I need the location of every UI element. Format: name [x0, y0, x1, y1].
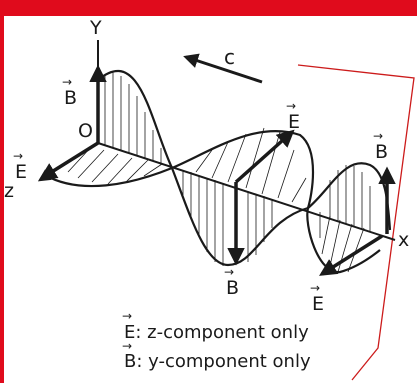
- legend-line-1: E: z-component only: [124, 322, 309, 343]
- e-wave-hatching: [67, 127, 365, 273]
- e-right-label: → E: [310, 281, 324, 315]
- b-mid-label: → B: [224, 265, 239, 299]
- b-right-label: → B: [373, 129, 388, 163]
- e-right-vector: [319, 234, 383, 276]
- svg-text:B: B: [375, 141, 388, 163]
- e-left-label: → E: [13, 149, 27, 183]
- z-axis-label: z: [4, 180, 14, 202]
- left-border-bar: [0, 16, 4, 383]
- e-mid-label: → E: [286, 99, 300, 133]
- b-wave-hatching: [104, 72, 371, 266]
- svg-text:→: →: [122, 339, 132, 353]
- svg-text:E: E: [288, 111, 300, 133]
- svg-text:→: →: [62, 75, 72, 89]
- svg-text:B: B: [226, 277, 239, 299]
- e-field-wave: [44, 130, 381, 274]
- b-top-label: → B: [62, 75, 77, 109]
- x-axis: [97, 142, 396, 241]
- svg-text:B: B: [64, 87, 77, 109]
- svg-text:E: E: [312, 293, 324, 315]
- svg-text:→: →: [310, 281, 320, 295]
- svg-text:→: →: [286, 99, 296, 113]
- origin-label: O: [78, 120, 93, 142]
- y-axis-label: Y: [89, 17, 102, 39]
- top-border-bar: [0, 0, 417, 16]
- svg-text:→: →: [13, 149, 23, 163]
- svg-text:E: E: [15, 161, 27, 183]
- svg-text:→: →: [373, 129, 383, 143]
- svg-text:→: →: [122, 309, 132, 323]
- legend-line-2: B: y-component only: [124, 351, 311, 372]
- wavefront-plane-outline: [297, 64, 415, 381]
- b-field-wave: [97, 70, 392, 267]
- e-mid-vector: [234, 129, 295, 184]
- e-left-vector: [39, 141, 99, 180]
- legend: → E: z-component only → B: y-component o…: [122, 309, 311, 372]
- x-axis-label: x: [398, 229, 409, 251]
- speed-label: c: [224, 45, 235, 69]
- svg-text:→: →: [224, 265, 234, 279]
- propagation-arrow: [183, 53, 263, 84]
